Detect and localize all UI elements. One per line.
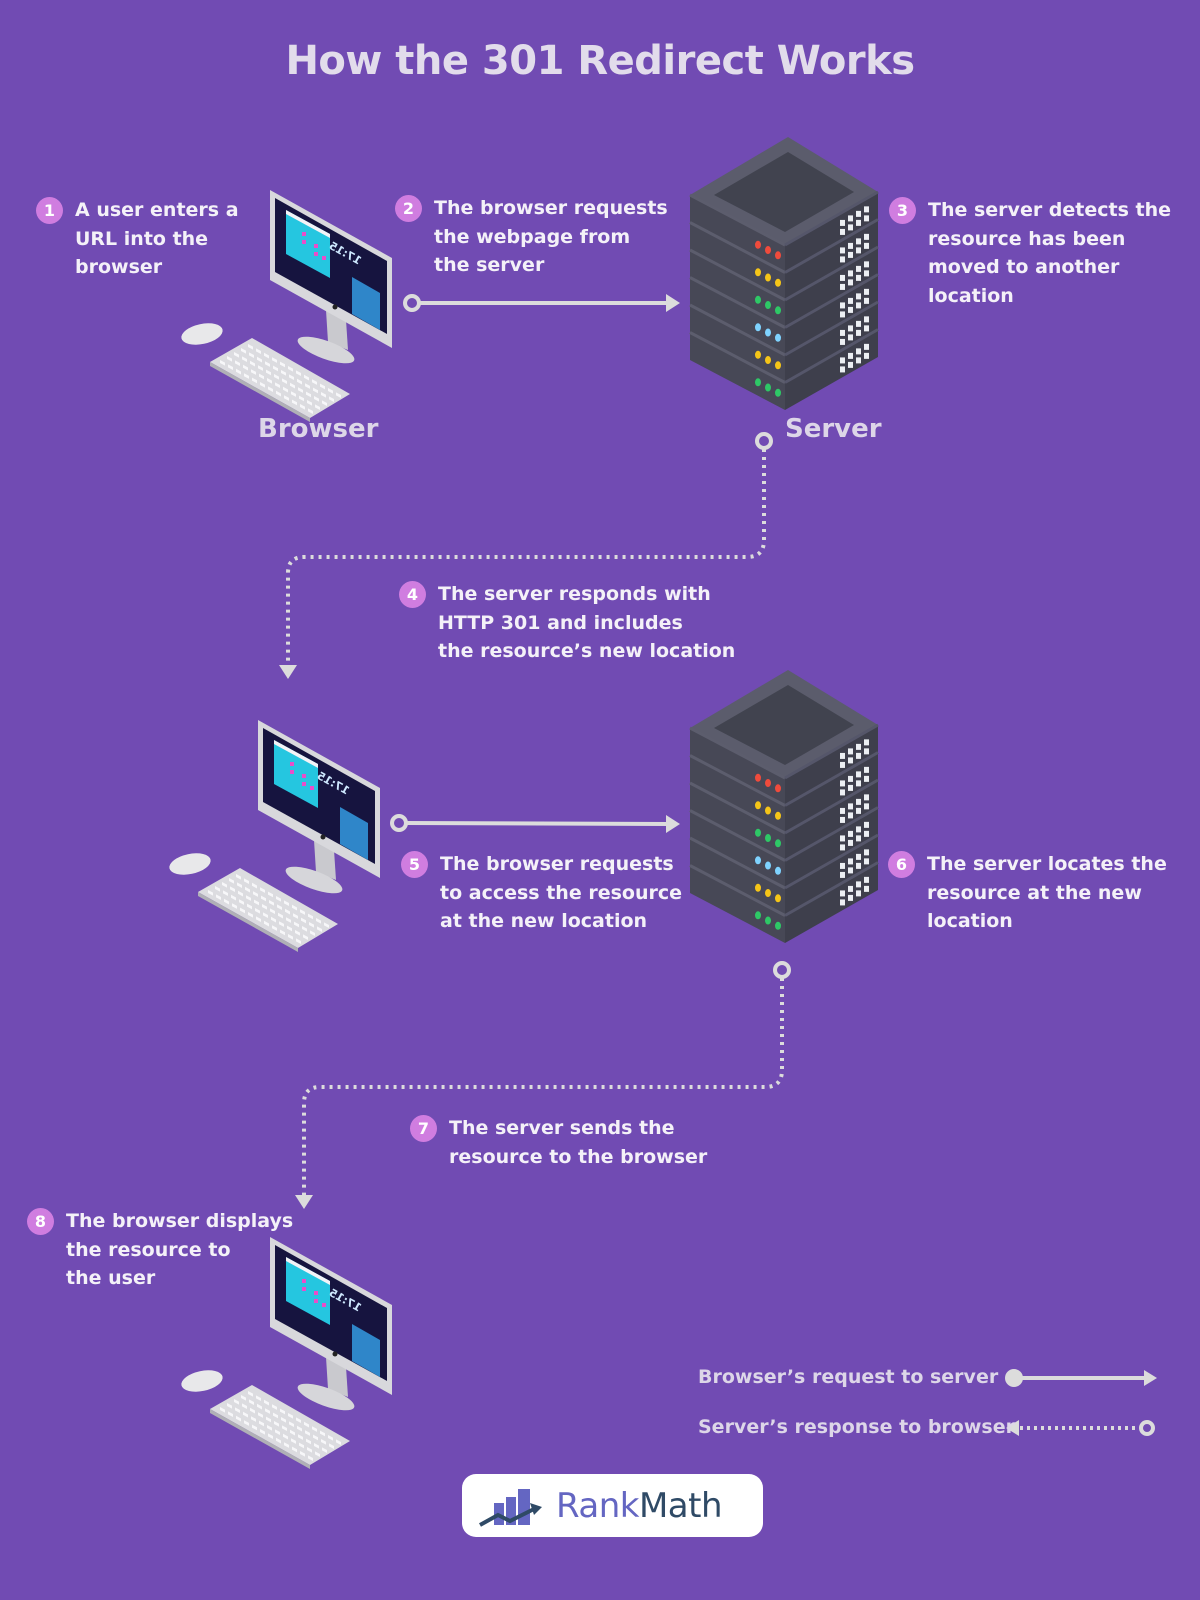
step-2: 2 The browser requests the webpage from … <box>395 194 668 280</box>
computer-icon: 17:15 <box>169 720 380 952</box>
legend-request-line <box>1005 1369 1157 1387</box>
step-5: 5 The browser requests to access the res… <box>401 850 682 936</box>
step-4: 4 The server responds with HTTP 301 and … <box>399 580 735 666</box>
step-badge: 4 <box>399 581 426 608</box>
computer-icon: 17:15 <box>181 190 392 422</box>
step-text: A user enters a URL into the browser <box>75 199 239 278</box>
step-text: The server responds with HTTP 301 and in… <box>438 583 736 662</box>
step-text: The server sends the resource to the bro… <box>449 1117 708 1168</box>
server-icon <box>689 137 879 410</box>
mouse-icon <box>169 853 211 875</box>
logo-rank: Rank <box>556 1485 639 1526</box>
legend-response-line <box>1006 1420 1155 1436</box>
logo-text: RankMath <box>556 1485 723 1526</box>
step-1: 1 A user enters a URL into the browser <box>36 196 239 282</box>
rankmath-logo: RankMath <box>462 1474 763 1537</box>
step-badge: 2 <box>395 195 422 222</box>
step-badge: 7 <box>410 1115 437 1142</box>
step-6: 6 The server locates the resource at the… <box>888 850 1167 936</box>
step-badge: 6 <box>888 851 915 878</box>
step-text: The browser requests to access the resou… <box>440 853 682 932</box>
step-3: 3 The server detects the resource has be… <box>889 196 1171 310</box>
step-text: The server detects the resource has been… <box>928 199 1172 307</box>
step-text: The browser displays the resource to the… <box>66 1210 294 1289</box>
response-arrow-2 <box>295 961 791 1209</box>
legend-response-label: Server’s response to browser <box>698 1416 1015 1438</box>
computer-icon: 17:15 <box>181 1237 392 1469</box>
step-text: The browser requests the webpage from th… <box>434 197 668 276</box>
legend-request-label: Browser’s request to server <box>698 1366 999 1388</box>
step-badge: 8 <box>27 1208 54 1235</box>
request-arrow-2 <box>390 814 680 833</box>
step-badge: 1 <box>36 197 63 224</box>
server-label: Server <box>785 414 882 444</box>
step-badge: 3 <box>889 197 916 224</box>
request-arrow-1 <box>403 294 680 312</box>
mouse-icon <box>181 1370 223 1392</box>
server-icon <box>689 670 879 943</box>
mouse-icon <box>181 323 223 345</box>
rankmath-chart-icon <box>479 1488 542 1527</box>
browser-label: Browser <box>258 414 379 444</box>
step-text: The server locates the resource at the n… <box>927 853 1167 932</box>
step-badge: 5 <box>401 851 428 878</box>
page-title: How the 301 Redirect Works <box>285 38 915 84</box>
step-8: 8 The browser displays the resource to t… <box>27 1207 293 1293</box>
step-7: 7 The server sends the resource to the b… <box>410 1114 707 1171</box>
logo-math: Math <box>638 1485 723 1526</box>
response-arrow-1 <box>279 432 773 679</box>
